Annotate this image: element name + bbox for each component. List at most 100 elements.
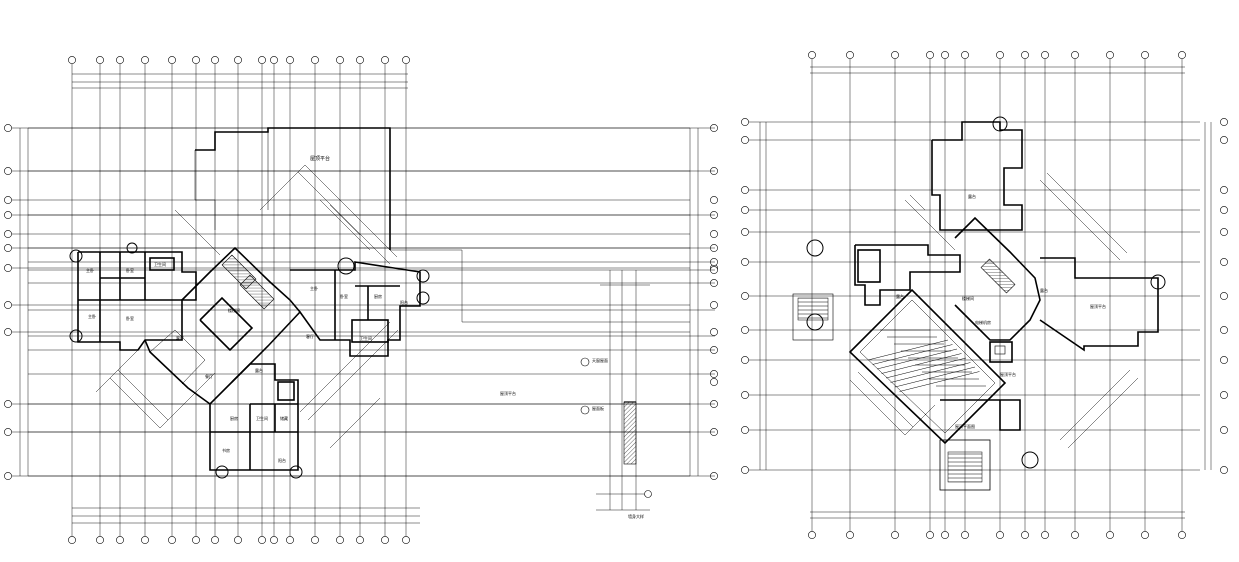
room-label: 楼梯间: [228, 307, 240, 313]
room-label: 书房: [222, 447, 230, 453]
axis-bubble: [234, 56, 242, 64]
axis-bubble: [1041, 51, 1049, 59]
axis-bubble: [808, 531, 816, 539]
right-room-label: 露台: [1040, 287, 1048, 293]
axis-bubble: [356, 56, 364, 64]
axis-bubble: [192, 56, 200, 64]
axis-bubble: [1220, 186, 1228, 194]
axis-bubble: [1041, 531, 1049, 539]
right-north-terrace: 露台: [931, 116, 1023, 231]
axis-bubble: [741, 292, 749, 300]
axis-bubble: [4, 328, 12, 336]
room-label: 卧室: [126, 267, 134, 273]
roof-slat: [894, 366, 976, 388]
axis-bubble: [356, 536, 364, 544]
roof-slat: [867, 339, 949, 361]
right-west-block: 露台: [792, 239, 961, 341]
axis-bubble: [941, 531, 949, 539]
wall-section-detail: 天窗屋面 屋面板 墙身大样: [580, 270, 652, 519]
axis-bubble: [1071, 51, 1079, 59]
axis-bubble: [270, 56, 278, 64]
left-south-wing: 书房 阳台 卫生间 厨房 储藏 露台: [209, 363, 303, 479]
roof-slat: [876, 348, 958, 370]
right-room-label: 楼梯间: [962, 295, 974, 301]
axis-bubble: [741, 186, 749, 194]
axis-bubble: [741, 258, 749, 266]
roof-slat: [872, 344, 953, 365]
axis-bubble: [741, 118, 749, 126]
axis-bubble: [96, 536, 104, 544]
axis-bubble: [4, 211, 12, 219]
left-east-wing: 主卧 卧室 厨房 阳台 卫生间 客厅: [290, 257, 430, 357]
axis-bubble: [961, 531, 969, 539]
axis-bubble: [116, 56, 124, 64]
axis-bubble: [710, 328, 718, 336]
axis-bubble: [1141, 531, 1149, 539]
axis-bubble: [4, 244, 12, 252]
axis-bubble: [270, 536, 278, 544]
right-room-label: 屋顶平台: [1000, 371, 1016, 377]
axis-bubble: [741, 326, 749, 334]
axis-bubble: [741, 206, 749, 214]
axis-bubble: [1220, 136, 1228, 144]
axis-bubble: [1021, 531, 1029, 539]
axis-bubble: [741, 356, 749, 364]
axis-bubble: [891, 531, 899, 539]
axis-bubble: [846, 51, 854, 59]
axis-bubble: [286, 56, 294, 64]
section-mark: 墙身大样: [628, 513, 644, 519]
axis-bubble: [286, 536, 294, 544]
axis-bubble: [741, 391, 749, 399]
axis-bubble: [4, 301, 12, 309]
axis-bubble: [4, 196, 12, 204]
left-floor-plan: 屋顶平台 主卧 卧室 主卧 卧室 卫生间 客厅: [4, 56, 718, 544]
axis-bubble: [710, 230, 718, 238]
axis-bubble: [211, 536, 219, 544]
axis-bubble: [1106, 531, 1114, 539]
axis-bubble: [168, 56, 176, 64]
left-roof-terrace: 屋顶平台: [194, 127, 391, 250]
axis-bubble: [710, 378, 718, 386]
axis-bubble: [961, 51, 969, 59]
axis-bubble: [1220, 466, 1228, 474]
axis-bubble: [68, 56, 76, 64]
axis-bubble: [710, 301, 718, 309]
axis-bubble: [710, 196, 718, 204]
axis-bubble: [141, 56, 149, 64]
axis-bubble: [4, 428, 12, 436]
main-roof-label: 屋顶平台: [500, 390, 516, 396]
left-dimension-lines: [19, 73, 699, 524]
room-label: 客厅: [176, 335, 184, 341]
room-label: 阳台: [400, 299, 408, 305]
axis-bubble: [4, 400, 12, 408]
room-label: 储藏: [280, 415, 288, 421]
right-east-terrace: 屋顶平台: [1039, 257, 1166, 352]
axis-bubble: [1220, 426, 1228, 434]
right-axis-grid: [741, 51, 1228, 539]
axis-bubble: [141, 536, 149, 544]
axis-bubble: [741, 426, 749, 434]
right-room-label: 屋顶平台: [1090, 303, 1106, 309]
axis-bubble: [1071, 531, 1079, 539]
right-center-core: 电梯机房 楼梯间 露台: [954, 216, 1048, 363]
left-central-diagonal: 客厅 餐厅 楼梯间: [95, 164, 399, 449]
axis-bubble: [1178, 51, 1186, 59]
axis-bubble: [4, 167, 12, 175]
axis-bubble: [941, 51, 949, 59]
axis-bubble: [311, 536, 319, 544]
axis-bubble: [926, 51, 934, 59]
axis-bubble: [234, 536, 242, 544]
axis-bubble: [1220, 326, 1228, 334]
axis-bubble: [891, 51, 899, 59]
room-label: 厨房: [230, 415, 238, 421]
axis-bubble: [168, 536, 176, 544]
left-west-wing: 主卧 卧室 主卧 卧室 卫生间: [69, 242, 197, 351]
room-label: 主卧: [310, 285, 318, 291]
axis-bubble: [926, 531, 934, 539]
right-note: 屋顶平面图: [955, 423, 975, 429]
axis-bubble: [1141, 51, 1149, 59]
axis-bubble: [381, 536, 389, 544]
axis-bubble: [1220, 206, 1228, 214]
room-label: 卫生间: [256, 415, 268, 421]
